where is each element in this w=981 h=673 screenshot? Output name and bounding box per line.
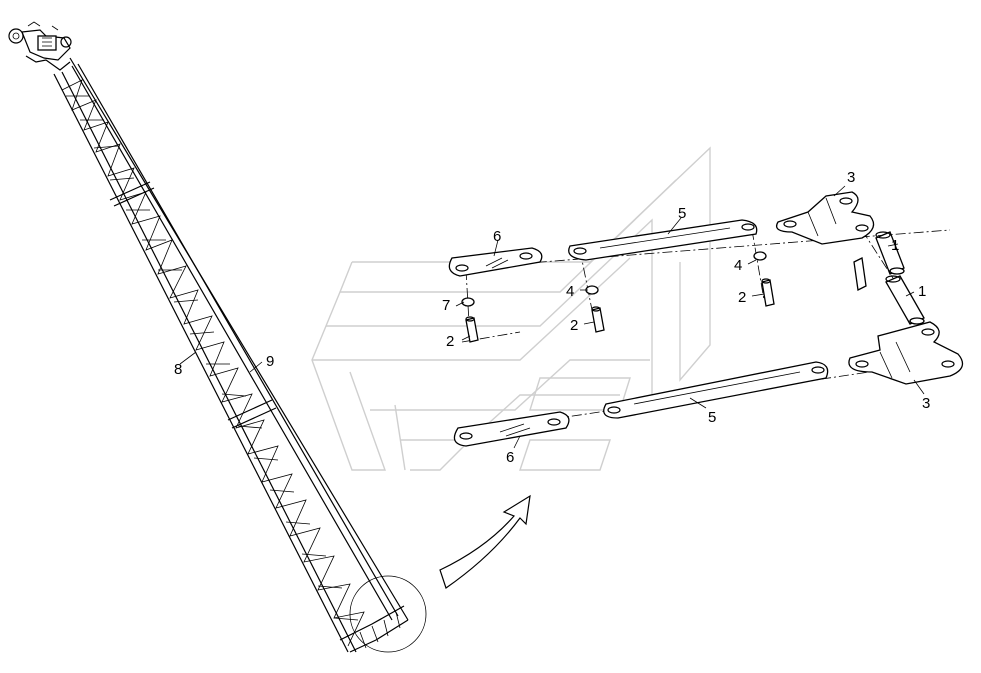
washer-7 bbox=[461, 297, 475, 307]
detail-circle bbox=[349, 575, 427, 653]
detail-arrow bbox=[439, 494, 531, 589]
centerline-v3 bbox=[751, 229, 765, 301]
callout-9: 9 bbox=[266, 353, 274, 370]
link-bar-5-upper bbox=[568, 219, 758, 261]
callout-3-lower: 3 bbox=[922, 395, 930, 412]
link-plate-6-upper bbox=[448, 247, 543, 277]
callout-6-upper: 6 bbox=[493, 228, 501, 245]
callout-6-lower: 6 bbox=[506, 449, 514, 466]
pin-1-upper bbox=[853, 231, 905, 291]
boom-lacing bbox=[61, 79, 365, 647]
callout-3-upper: 3 bbox=[847, 169, 855, 186]
link-plate-6-lower bbox=[453, 411, 570, 447]
callout-5-upper: 5 bbox=[678, 205, 686, 222]
boom-chord-left-outer bbox=[53, 73, 349, 653]
callout-2-right: 2 bbox=[738, 289, 746, 306]
watermark-logo bbox=[311, 146, 711, 471]
callout-8: 8 bbox=[174, 361, 182, 378]
callout-1-upper: 1 bbox=[891, 237, 899, 254]
boom-chord-right-inner bbox=[77, 63, 399, 617]
callout-5-lower: 5 bbox=[708, 409, 716, 426]
pin-2-right bbox=[761, 278, 775, 307]
pin-2-left bbox=[465, 316, 479, 343]
clevis-3-upper bbox=[775, 191, 875, 245]
centerline-upper bbox=[464, 229, 951, 269]
washer-4-right bbox=[753, 251, 767, 261]
lattice-boom bbox=[8, 21, 409, 653]
clevis-3-lower bbox=[848, 321, 964, 385]
boom-chord-left-inner bbox=[61, 71, 357, 653]
callout-4-middle: 4 bbox=[566, 283, 574, 300]
callout-2-middle: 2 bbox=[570, 317, 578, 334]
callout-4-right: 4 bbox=[734, 257, 742, 274]
pin-2-middle bbox=[591, 306, 605, 333]
boom-head bbox=[8, 21, 72, 71]
boom-chord-right-outer bbox=[71, 65, 393, 621]
callout-7: 7 bbox=[442, 297, 450, 314]
callout-1-lower: 1 bbox=[918, 283, 926, 300]
link-bar-5-lower bbox=[603, 361, 829, 419]
callout-labels: 8 9 3 3 1 1 5 5 6 6 7 4 4 2 2 2 bbox=[174, 169, 930, 466]
callout-2-left: 2 bbox=[446, 333, 454, 350]
pin-1-lower bbox=[885, 275, 925, 325]
leader-lines bbox=[179, 185, 925, 449]
pendant-rope bbox=[69, 57, 409, 621]
